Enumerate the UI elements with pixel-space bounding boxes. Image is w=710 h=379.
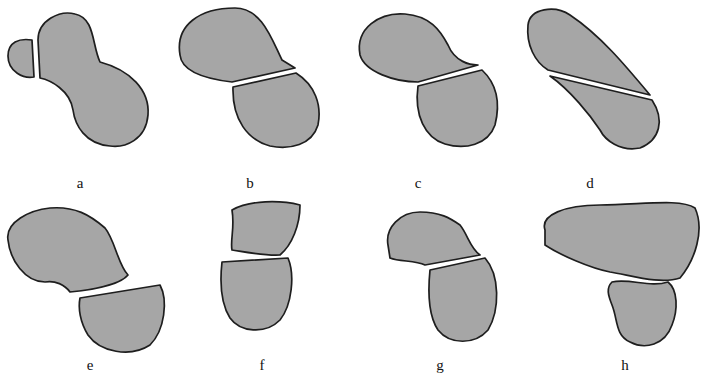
bone-section [38,13,148,146]
bone-section [417,70,497,146]
bone-fragment [8,40,34,78]
figure-letter: c [415,176,422,191]
bone-fragment [179,8,295,82]
figure-letter: b [246,176,254,191]
figure-letter: e [87,358,94,373]
bone-section [233,73,319,147]
figure-letter: d [586,176,594,191]
bone-fragment [359,14,478,82]
bone-fragment [8,208,128,292]
bone-fragment [528,9,650,95]
figure-letter: h [621,358,629,373]
figure-letter: a [77,176,84,191]
bone-section [429,258,497,341]
bone-fragment [388,212,480,265]
bone-fragment [232,202,300,255]
bone-section [608,281,676,346]
bone-section [79,285,164,352]
bone-section [221,258,292,330]
figure-letter: g [436,358,444,373]
bone-section [550,76,659,149]
bone-fragment [544,203,699,281]
figure-letter: f [260,358,265,373]
